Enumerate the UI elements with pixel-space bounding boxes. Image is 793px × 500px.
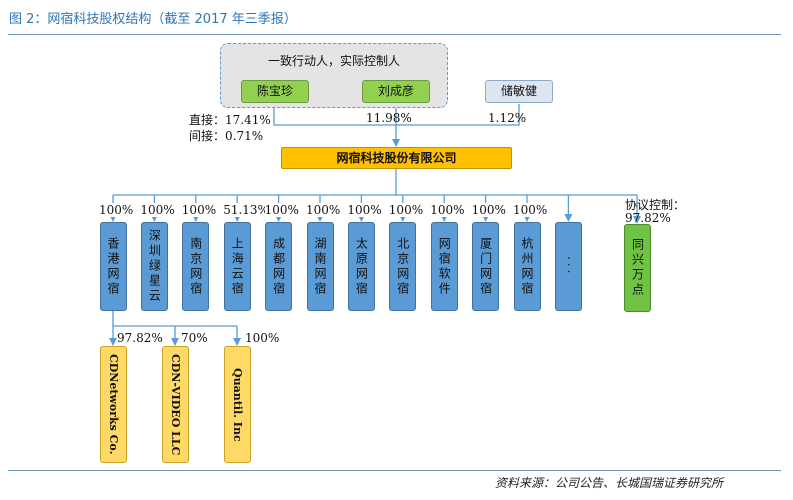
subsidiary-box: 成都网宿 [265, 222, 293, 311]
subsidiary-box: 网宿软件 [430, 222, 458, 311]
subsidiary-name: CDN-VIDEO LLC [169, 353, 182, 456]
subsidiary-pct-label: 100% [347, 203, 382, 217]
subsidiary-box: 上海云宿 [223, 222, 251, 311]
chu-stake-line [396, 104, 520, 126]
subsidiary-pct-label: 100% [140, 203, 175, 217]
subsidiary-name: 同兴万点 [630, 238, 645, 298]
subsidiary-name: 网宿软件 [437, 236, 452, 297]
person-liu-chengyan: 刘成彦 [362, 80, 430, 103]
subsidiary-name: 湖南网宿 [313, 236, 327, 297]
subsidiary-cdn-video: CDN-VIDEO LLC [162, 346, 189, 463]
subsidiary-tongxing-wandian: 同兴万点 [624, 224, 651, 312]
cdnvideo-pct: 70% [181, 331, 208, 345]
subsidiary-pct-label: 51.13% [223, 203, 269, 217]
subsidiary-name: Quantil. Inc [231, 367, 244, 442]
subsidiary-pct-label: 100% [388, 203, 424, 217]
subsidiary-box: 北京网宿 [389, 222, 417, 311]
person-chen-baozhen: 陈宝珍 [241, 80, 309, 103]
subsidiary-pct-label: 100% [264, 203, 299, 217]
subsidiary-name: 北京网宿 [395, 236, 410, 297]
subsidiary-name: 上海云宿 [230, 236, 245, 297]
subsidiary-name: 深圳绿星云 [147, 229, 162, 304]
indirect-stake-label: 间接：0.71% [189, 129, 264, 143]
subsidiary-box: 太原网宿 [347, 222, 375, 311]
hk-branch-line [112, 311, 237, 327]
subsidiary-name: 杭州网宿 [520, 236, 534, 297]
subsidiary-cdnetworks: CDNetworks Co. [100, 346, 127, 463]
direct-stake-label: 直接：17.41% [189, 113, 271, 127]
subsidiary-pct-label: 100% [99, 203, 134, 217]
subsidiary-pct-label: 100% [471, 203, 506, 217]
wanxing-control-pct: 97.82% [625, 211, 671, 225]
subsidiary-box: 深圳绿星云 [140, 222, 168, 311]
subsidiary-pct-label: 100% [513, 203, 548, 217]
subsidiary-box: 杭州网宿 [513, 222, 541, 311]
figure-title: 图 2：网宿科技股权结构（截至 2017 年三季报） [9, 12, 297, 27]
subsidiary-name: 太原网宿 [354, 236, 369, 297]
title-rule [8, 34, 781, 35]
subsidiary-quantil: Quantil. Inc [224, 346, 251, 463]
company-box: 网宿科技股份有限公司 [281, 147, 512, 169]
subsidiary-box: ··· [554, 222, 582, 311]
subsidiary-name: 南京网宿 [188, 236, 203, 297]
subsidiary-name: CDNetworks Co. [107, 354, 120, 455]
subsidiary-pct-label: 100% [181, 203, 217, 217]
footer-rule [8, 470, 781, 471]
subsidiary-pct-label: 100% [306, 203, 341, 217]
subsidiary-name: 香港网宿 [106, 236, 120, 297]
cdnetworks-pct: 97.82% [117, 331, 163, 345]
person-chu-minjian: 储敏健 [485, 80, 553, 103]
subsidiary-name: ··· [561, 256, 576, 277]
liu-stake-label: 11.98% [366, 111, 412, 125]
wanxing-control-label: 协议控制： [625, 198, 686, 212]
subsidiary-name: 成都网宿 [271, 236, 286, 297]
chu-stake-label: 1.12% [488, 111, 527, 125]
subsidiary-box: 厦门网宿 [472, 222, 500, 311]
source-note: 资料来源：公司公告、长城国瑞证券研究所 [494, 476, 723, 490]
chen-stake-line [273, 104, 396, 126]
subsidiary-name: 厦门网宿 [478, 236, 493, 297]
quantil-pct: 100% [245, 331, 280, 345]
subsidiary-pct-label: 100% [430, 203, 465, 217]
subsidiary-box: 香港网宿 [99, 222, 127, 311]
subsidiary-box: 湖南网宿 [306, 222, 334, 311]
subsidiary-box: 南京网宿 [182, 222, 210, 311]
controller-group-label: 一致行动人，实际控制人 [267, 54, 400, 68]
